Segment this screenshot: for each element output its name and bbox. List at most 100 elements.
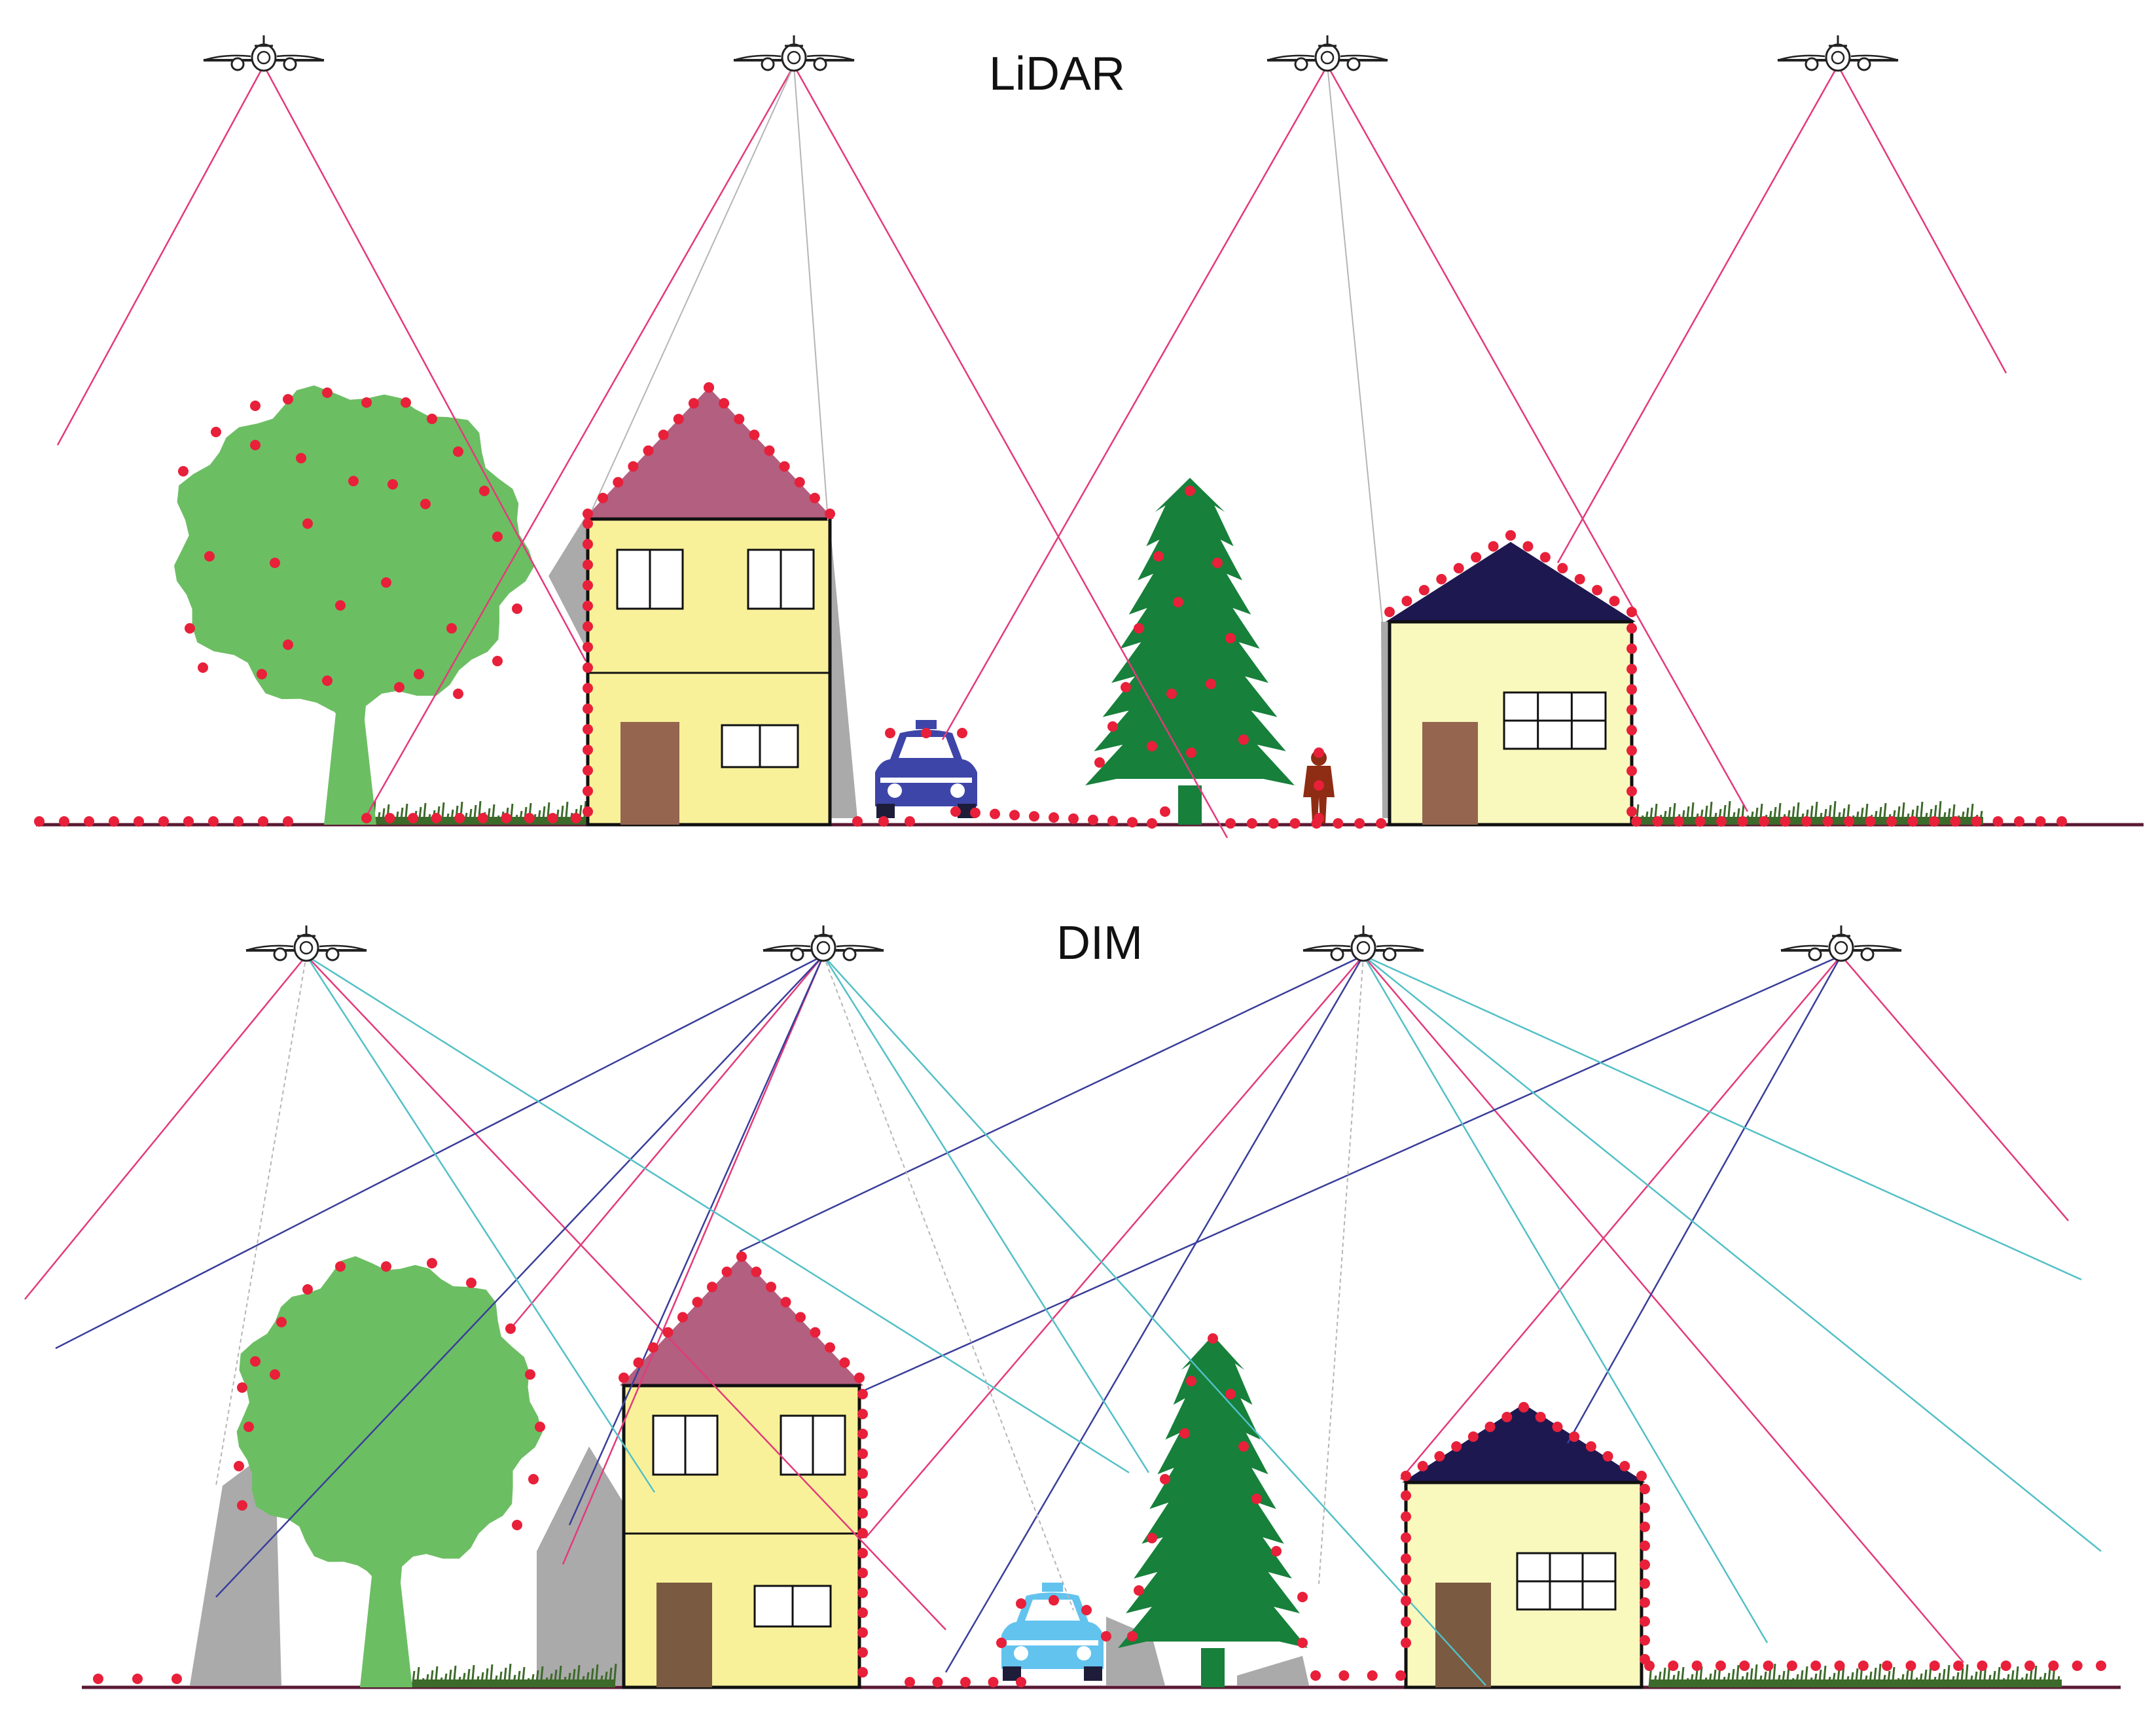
- lidar-point: [839, 1357, 850, 1368]
- lidar-point: [1238, 734, 1249, 745]
- lidar-point: [1950, 816, 1961, 827]
- lidar-point: [1640, 1635, 1650, 1646]
- plane-engine: [1860, 947, 1875, 961]
- lidar-point: [1640, 1578, 1650, 1589]
- lidar-point: [1640, 1540, 1650, 1551]
- lidar-point: [719, 398, 730, 409]
- plane-wing-edge: [203, 54, 325, 62]
- lidar-point: [734, 414, 745, 425]
- house-roof: [1386, 542, 1636, 622]
- lidar-point: [1016, 1677, 1026, 1687]
- lidar-point: [525, 1369, 535, 1380]
- airplane-icon: [245, 925, 367, 962]
- lidar-point: [1977, 1661, 1988, 1671]
- ray-line: [1363, 954, 2082, 1281]
- ray-line: [1318, 955, 1364, 1585]
- lidar-point: [1238, 1441, 1249, 1452]
- lidar-point: [2000, 1661, 2011, 1671]
- ray-line: [858, 954, 1842, 1394]
- ray-line: [865, 955, 1364, 1539]
- lidar-point: [237, 1500, 247, 1511]
- ray-line: [1400, 955, 1842, 1480]
- lidar-point: [302, 518, 313, 529]
- lidar-point: [1418, 584, 1429, 596]
- lidar-point: [950, 806, 961, 817]
- lidar-point: [1484, 1422, 1496, 1432]
- lidar-point: [258, 816, 268, 827]
- lidar-point: [1225, 1389, 1236, 1399]
- lidar-point: [736, 1251, 747, 1262]
- lidar-point: [780, 1297, 791, 1308]
- lidar-point: [348, 476, 359, 486]
- lidar-point: [1101, 1631, 1111, 1642]
- house-one-story: [1386, 542, 1636, 827]
- airplane-icon: [1267, 35, 1388, 72]
- ray-line: [56, 65, 265, 446]
- airplane-icon: [1303, 925, 1424, 962]
- ray-line: [510, 955, 824, 1329]
- lidar-point: [1801, 816, 1812, 827]
- lidar-point: [1268, 818, 1279, 829]
- lidar-point: [677, 1312, 688, 1323]
- lidar-point: [1310, 1670, 1321, 1681]
- lidar-point: [1865, 816, 1876, 827]
- lidar-point: [857, 1409, 868, 1420]
- lidar-point: [885, 728, 895, 738]
- lidar-point: [996, 1638, 1007, 1648]
- lidar-point: [905, 816, 915, 827]
- lidar-point: [970, 807, 980, 818]
- lidar-point: [1535, 1412, 1546, 1422]
- car-headlight: [888, 783, 902, 798]
- plane-engine: [283, 57, 297, 71]
- lidar-point: [583, 539, 593, 550]
- lidar-point: [921, 728, 931, 738]
- plane-tail: [1832, 925, 1850, 937]
- lidar-point: [1882, 1661, 1893, 1671]
- lidar-point: [1691, 1661, 1702, 1671]
- house-door: [656, 1583, 712, 1687]
- lidar-point: [1029, 811, 1039, 822]
- lidar-point: [1401, 1553, 1411, 1564]
- lidar-point: [1905, 1661, 1916, 1671]
- lidar-point: [643, 445, 654, 456]
- plane-engine: [813, 57, 827, 71]
- ray-line: [823, 955, 1074, 1611]
- lidar-point: [857, 1587, 868, 1598]
- lidar-point: [109, 816, 119, 827]
- lidar-point: [1384, 607, 1395, 617]
- lidar-point: [524, 813, 535, 823]
- lidar-point: [1225, 818, 1236, 829]
- car-headlight: [950, 783, 965, 798]
- grass-blades: [411, 1663, 617, 1688]
- lidar-point: [234, 1461, 244, 1471]
- ray-line: [215, 955, 307, 1486]
- lidar-point: [322, 675, 332, 686]
- lidar-point: [1626, 806, 1637, 817]
- lidar-point: [1992, 816, 2003, 827]
- lidar-point: [707, 1282, 717, 1293]
- lidar-point: [335, 600, 346, 611]
- plane-tail: [814, 925, 833, 937]
- lidar-point: [427, 414, 437, 424]
- ray-line: [793, 65, 829, 521]
- lidar-point: [250, 1356, 261, 1367]
- lidar-point: [583, 641, 593, 653]
- lidar-point: [1569, 1431, 1580, 1442]
- lidar-point: [1206, 679, 1216, 689]
- lidar-point: [571, 813, 581, 823]
- lidar-point: [1160, 1474, 1170, 1484]
- ray-line: [1837, 65, 2007, 374]
- lidar-point: [619, 1373, 629, 1383]
- lidar-point: [1134, 623, 1144, 634]
- lidar-point: [1626, 643, 1637, 655]
- lidar-point: [198, 662, 208, 673]
- conifer-trunk: [1201, 1648, 1225, 1687]
- dim-panel-title: DIM: [1056, 917, 1143, 969]
- lidar-point: [810, 1327, 821, 1338]
- deciduous-tree: [236, 1256, 543, 1687]
- plane-nose: [1831, 50, 1845, 65]
- deciduous-tree: [174, 385, 535, 825]
- occlusion-area: [1106, 1617, 1165, 1685]
- lidar-point: [1094, 757, 1105, 768]
- tree-crown: [236, 1256, 543, 1577]
